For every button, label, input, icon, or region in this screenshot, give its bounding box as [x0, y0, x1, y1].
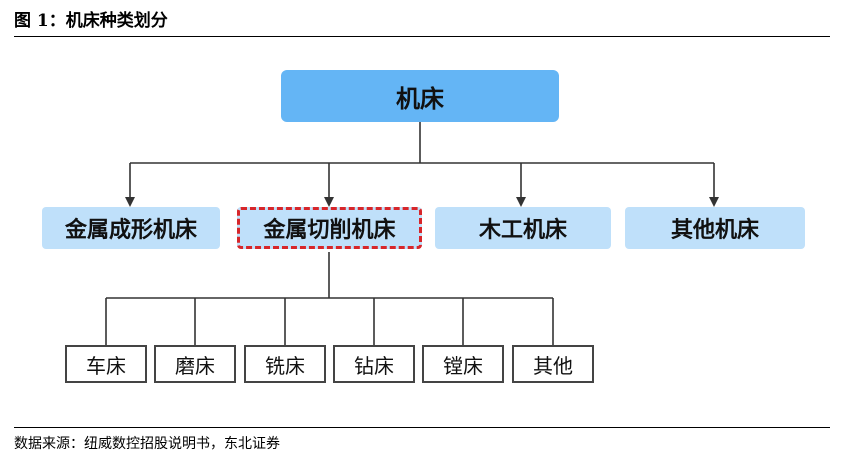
- category-woodworking: 木工机床: [435, 207, 611, 249]
- leaf-other: 其他: [512, 345, 594, 383]
- bottom-rule: [14, 427, 830, 428]
- root-node: 机床: [281, 70, 559, 122]
- leaf-drilling: 钻床: [333, 345, 415, 383]
- category-other: 其他机床: [625, 207, 805, 249]
- category-cutting-highlighted: 金属切削机床: [237, 207, 422, 249]
- leaf-boring: 镗床: [422, 345, 504, 383]
- category-forming: 金属成形机床: [42, 207, 220, 249]
- top-rule: [14, 36, 830, 37]
- source-note: 数据来源：纽威数控招股说明书，东北证券: [14, 436, 280, 452]
- leaf-grinder: 磨床: [154, 345, 236, 383]
- leaf-milling: 铣床: [244, 345, 326, 383]
- figure-title: 图 1：机床种类划分: [14, 11, 168, 31]
- leaf-lathe: 车床: [65, 345, 147, 383]
